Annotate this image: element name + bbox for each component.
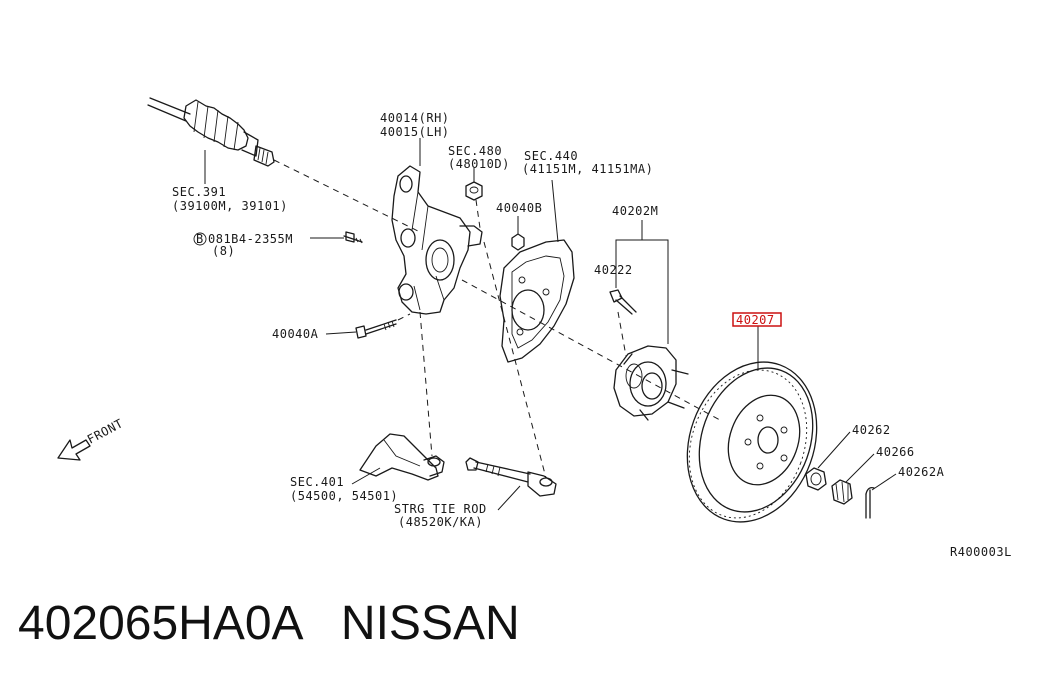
axis-hub	[461, 279, 721, 421]
washer-40266	[831, 479, 853, 505]
axis-40222	[617, 311, 627, 357]
bolt-40222	[609, 289, 637, 315]
tie-rod	[465, 457, 557, 497]
leader-40266	[845, 453, 875, 483]
axis-40040a	[397, 313, 411, 321]
label-081b4: 081B4-2355M	[208, 232, 293, 246]
highlight-box-40207	[732, 312, 782, 327]
label-081b4-qty: (8)	[212, 244, 235, 258]
label-tie-rod-parts: (48520K/KA)	[398, 515, 483, 529]
label-sec480-parts: (48010D)	[448, 157, 510, 171]
label-40262a: 40262A	[898, 465, 945, 479]
label-sec440: SEC.440	[524, 149, 578, 163]
bolt-marker-circle	[193, 232, 207, 246]
nut-40040b	[511, 233, 525, 251]
label-40266: 40266	[876, 445, 915, 459]
leader-tie-rod	[497, 485, 521, 511]
bolt-081b4	[343, 231, 363, 244]
part-number-caption: 402065HA0A NISSAN	[18, 597, 520, 650]
bolt-40040a	[355, 319, 397, 339]
label-sec391: SEC.391	[172, 185, 226, 199]
label-front: FRONT	[85, 416, 126, 446]
label-sec401: SEC.401	[290, 475, 344, 489]
leader-40040a	[325, 331, 357, 335]
hub-assembly	[613, 345, 689, 421]
disc-rotor	[686, 361, 818, 523]
axis-tie-rod	[483, 241, 547, 479]
label-40202m: 40202M	[612, 204, 658, 218]
pin-40262a	[865, 486, 875, 519]
label-sec401-parts: (54500, 54501)	[290, 489, 398, 503]
drive-shaft	[147, 97, 275, 167]
bracket-40202m	[615, 239, 669, 344]
leader-40262a	[871, 473, 897, 491]
leader-40262	[817, 431, 851, 469]
leader-sec401	[351, 467, 381, 485]
label-sec440-parts: (41151M, 41151MA)	[522, 162, 653, 176]
label-40207: 40207	[736, 313, 775, 327]
dust-shield	[499, 239, 575, 363]
lower-arm	[359, 433, 445, 481]
label-sec391-parts: (39100M, 39101)	[172, 199, 288, 213]
axis-sec480	[475, 199, 481, 229]
leader-sec440	[551, 179, 559, 243]
label-40040b: 40040B	[496, 201, 542, 215]
label-tie-rod: STRG TIE ROD	[394, 502, 487, 516]
label-40222: 40222	[594, 263, 633, 277]
axis-driveshaft	[273, 159, 421, 233]
label-40262: 40262	[852, 423, 891, 437]
label-bolt-marker: B	[196, 232, 204, 246]
label-40040a: 40040A	[272, 327, 319, 341]
axis-lower-arm	[419, 311, 433, 457]
reference-code: R400003L	[950, 545, 1012, 559]
front-arrow-icon	[57, 439, 91, 461]
nut-40262	[805, 467, 827, 491]
steering-knuckle	[391, 165, 483, 315]
label-sec480: SEC.480	[448, 144, 502, 158]
sec480-nut	[465, 181, 483, 201]
label-knuckle-lh: 40015(LH)	[380, 125, 450, 139]
label-knuckle-rh: 40014(RH)	[380, 111, 450, 125]
